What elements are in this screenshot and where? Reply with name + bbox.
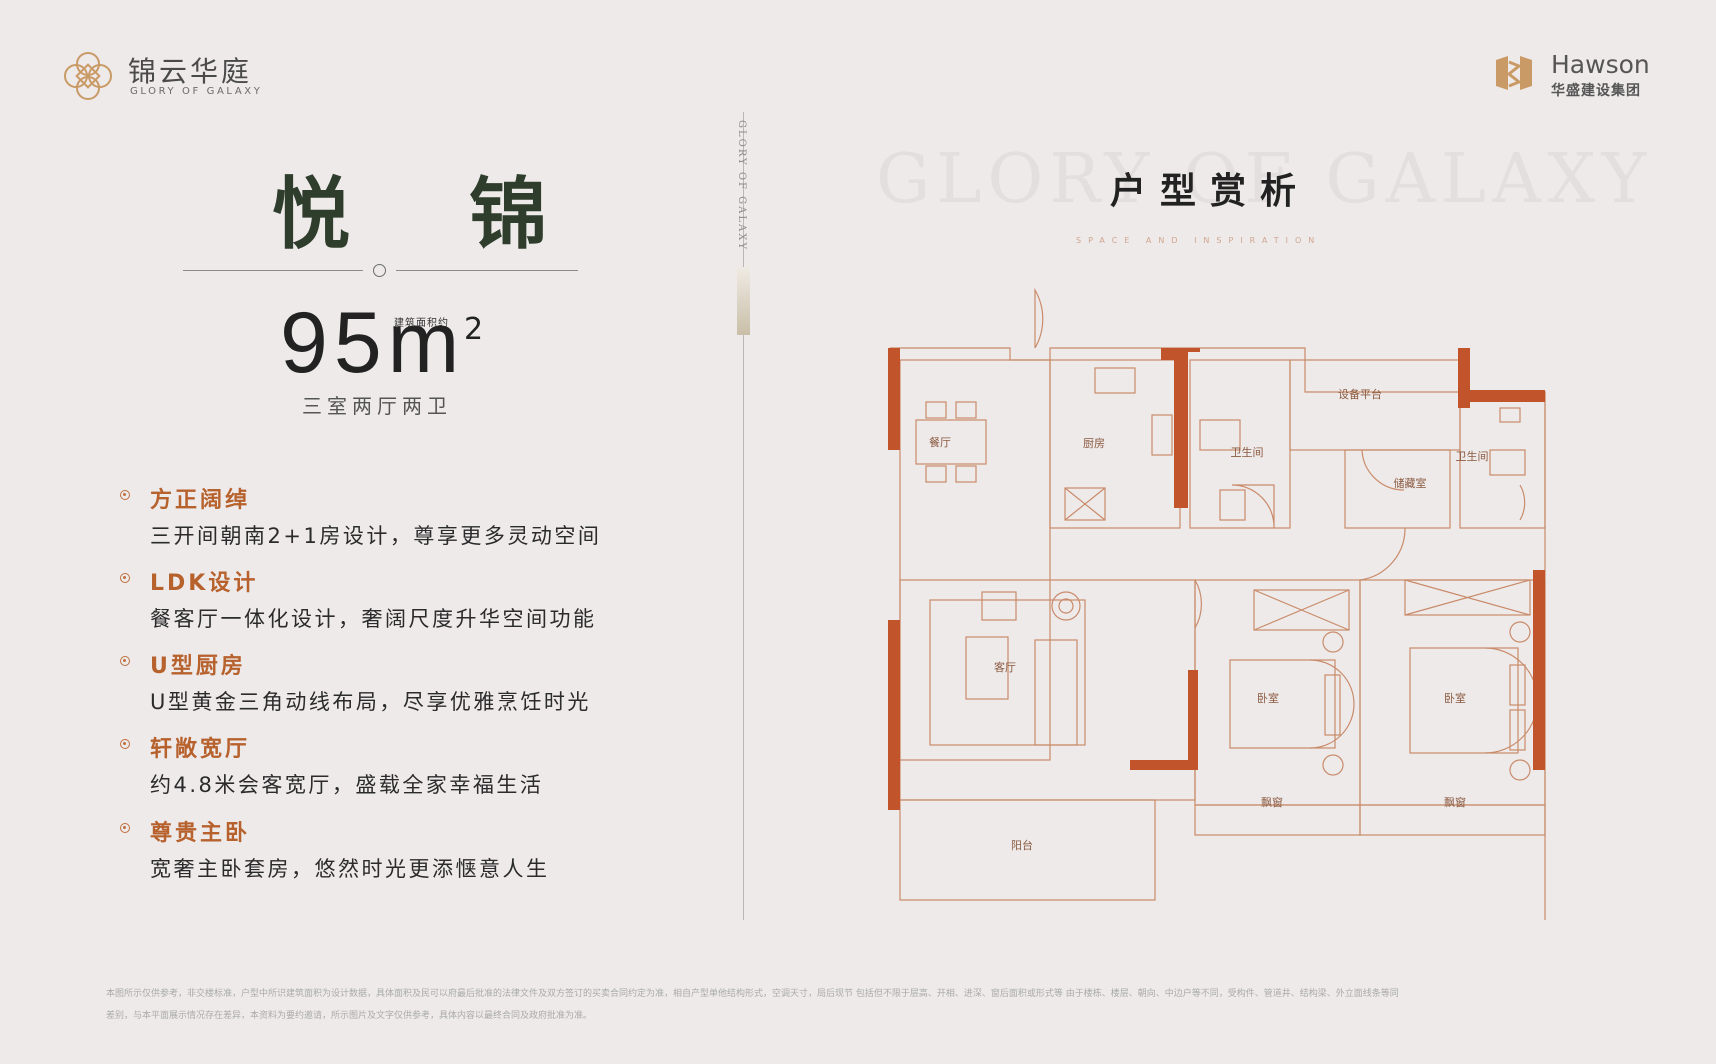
- label-balcony: 阳台: [1011, 838, 1033, 852]
- disclaimer-text: 差别，与本平面展示情况存在差异，本资料为要约邀请，所示图片及文字仅供参考，具体内…: [106, 1011, 593, 1021]
- label-dining: 餐厅: [929, 435, 951, 449]
- feature-description: 餐客厅一体化设计，奢阔尺度升华空间功能: [150, 607, 597, 631]
- bullet-icon: [120, 739, 130, 749]
- room-layout: 三室两厅两卫: [302, 394, 452, 418]
- brand-logo-icon: [64, 52, 112, 100]
- unit-title: 悦 锦: [272, 169, 594, 260]
- divider-line: [396, 270, 578, 271]
- dining-living-zone: [899, 359, 1051, 761]
- brand-name: 锦云华庭: [128, 55, 253, 88]
- storage-room: [1344, 449, 1451, 529]
- label-living: 客厅: [994, 660, 1016, 674]
- section-subtitle: SPACE AND INSPIRATION: [1076, 236, 1322, 245]
- watermark-text: GLORY OF GALAXY: [876, 140, 1653, 219]
- feature-title: LDK设计: [150, 571, 259, 596]
- divider-ornament: [373, 264, 386, 277]
- label-bed1: 卧室: [1257, 691, 1279, 705]
- decorative-bar: [737, 267, 750, 335]
- developer-name-cn: 华盛建设集团: [1551, 83, 1641, 99]
- feature-title: 尊贵主卧: [150, 821, 251, 846]
- brand-slogan: GLORY OF GALAXY: [130, 86, 263, 97]
- feature-description: 三开间朝南2+1房设计，尊享更多灵动空间: [150, 524, 602, 548]
- label-bay1: 飘窗: [1261, 795, 1283, 809]
- label-bath1: 卫生间: [1231, 445, 1264, 459]
- label-bay2: 飘窗: [1444, 795, 1466, 809]
- area-value: 95m: [280, 295, 466, 391]
- feature-title: 轩敞宽厅: [150, 737, 251, 762]
- bullet-icon: [120, 656, 130, 666]
- divider-line: [183, 270, 363, 271]
- kitchen-room: [1049, 359, 1181, 529]
- equipment-room: [1289, 359, 1461, 451]
- bullet-icon: [120, 823, 130, 833]
- label-kitchen: 厨房: [1083, 437, 1105, 450]
- balcony-room: [899, 799, 1156, 901]
- feature-description: 宽奢主卧套房，悠然时光更添惬意人生: [150, 857, 550, 881]
- hawson-logo-icon: [1496, 56, 1532, 90]
- feature-title: 方正阔绰: [150, 488, 251, 513]
- area-label: 建筑面积约: [394, 318, 449, 329]
- label-storage: 储藏室: [1394, 476, 1427, 490]
- disclaimer-text: 本图所示仅供参考，非交楼标准，户型中所识建筑面积为设计数据，具体面积及民可以府最…: [106, 989, 1399, 999]
- label-equipment: 设备平台: [1338, 387, 1382, 401]
- feature-description: 约4.8米会客宽厅，盛载全家幸福生活: [150, 773, 544, 797]
- bullet-icon: [120, 573, 130, 583]
- developer-name-en: Hawson: [1551, 50, 1650, 79]
- structural-walls: [888, 348, 1545, 810]
- vertical-divider: [743, 112, 744, 920]
- bullet-icon: [120, 490, 130, 500]
- area-unit-superscript: 2: [464, 312, 484, 347]
- label-bed2: 卧室: [1444, 691, 1466, 705]
- feature-description: U型黄金三角动线布局，尽享优雅烹饪时光: [150, 690, 591, 714]
- label-bath2: 卫生间: [1456, 449, 1489, 463]
- section-title: 户型赏析: [1110, 170, 1311, 212]
- feature-title: U型厨房: [150, 654, 246, 679]
- vertical-brand-text: GLORY OF GALAXY: [736, 120, 747, 251]
- floor-plan: 餐厅 厨房 卫生间 设备平台 储藏室 卫生间 客厅 卧室 卧室 飘窗 飘窗 阳台: [888, 287, 1546, 920]
